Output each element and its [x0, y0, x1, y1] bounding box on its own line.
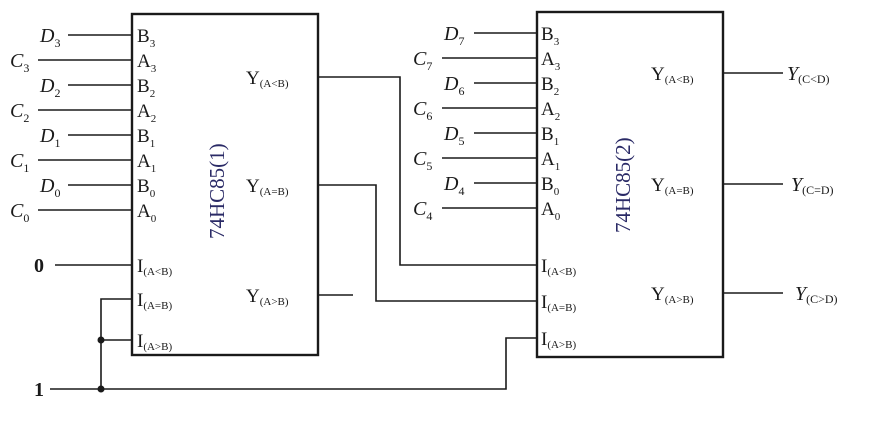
chip1-input-labels: D3 C3 D2 C2 D1 C1 D0 C0 [10, 25, 60, 225]
svg-text:Y(A<B): Y(A<B) [246, 68, 289, 90]
svg-text:Y(C>D): Y(C>D) [795, 283, 838, 306]
svg-text:B2: B2 [541, 74, 559, 98]
svg-text:A0: A0 [137, 201, 157, 225]
svg-text:C6: C6 [413, 98, 432, 123]
chip2-outputs: Y(A<B) Y(A=B) Y(A>B) [651, 64, 694, 306]
chip1-name: 74HC85(1) [205, 143, 229, 239]
chip1-body [130, 12, 320, 357]
svg-text:A3: A3 [541, 49, 561, 73]
svg-text:D5: D5 [443, 123, 464, 148]
svg-text:B0: B0 [541, 174, 560, 198]
svg-text:Y(A>B): Y(A>B) [246, 286, 289, 308]
svg-text:B1: B1 [541, 124, 559, 148]
chip2-input-wires [442, 32, 537, 209]
svg-text:D6: D6 [443, 73, 464, 98]
svg-text:A3: A3 [137, 51, 157, 75]
svg-text:A0: A0 [541, 199, 561, 223]
svg-text:D4: D4 [443, 173, 464, 198]
chip2-input-labels: D7 C7 D6 C6 D5 C5 D4 C4 [413, 23, 464, 223]
svg-text:C5: C5 [413, 148, 432, 173]
svg-text:C1: C1 [10, 150, 29, 175]
svg-text:B3: B3 [137, 26, 156, 50]
svg-text:C2: C2 [10, 100, 29, 125]
svg-text:Y(A<B): Y(A<B) [651, 64, 694, 86]
svg-text:D3: D3 [39, 25, 60, 50]
svg-text:B2: B2 [137, 76, 155, 100]
chip1-outputs: Y(A<B) Y(A=B) Y(A>B) [246, 68, 289, 308]
svg-text:B0: B0 [137, 176, 156, 200]
svg-text:Y(C<D): Y(C<D) [787, 63, 830, 86]
svg-text:Y(A=B): Y(A=B) [651, 175, 694, 197]
constant-zero: 0 [34, 255, 44, 277]
svg-text:C0: C0 [10, 200, 29, 225]
junction-dot [97, 385, 105, 393]
svg-text:Y(A=B): Y(A=B) [246, 176, 289, 198]
svg-text:A2: A2 [541, 99, 560, 123]
svg-text:I(A=B): I(A=B) [541, 292, 576, 314]
svg-text:Y(C=D): Y(C=D) [791, 174, 834, 197]
constant-one: 1 [34, 379, 44, 401]
svg-text:A2: A2 [137, 101, 156, 125]
chip2-left-pins: B3 A3 B2 A2 B1 A1 B0 A0 [541, 24, 561, 223]
svg-text:C3: C3 [10, 50, 29, 75]
svg-text:B3: B3 [541, 24, 560, 48]
svg-text:Y(A>B): Y(A>B) [651, 284, 694, 306]
svg-text:C7: C7 [413, 48, 432, 73]
chip2-body [535, 10, 725, 359]
svg-text:D0: D0 [39, 175, 60, 200]
svg-text:I(A>B): I(A>B) [137, 331, 172, 353]
svg-text:I(A<B): I(A<B) [137, 256, 172, 278]
chip2-name: 74HC85(2) [611, 137, 635, 233]
junction-dot [97, 336, 105, 344]
svg-text:B1: B1 [137, 126, 155, 150]
svg-text:A1: A1 [137, 151, 156, 175]
chip1-left-pins: B3 A3 B2 A2 B1 A1 B0 A0 [137, 26, 157, 225]
svg-text:D1: D1 [39, 125, 60, 150]
svg-text:D2: D2 [39, 75, 60, 100]
svg-text:I(A=B): I(A=B) [137, 290, 172, 312]
cascade-wiring [50, 72, 783, 390]
svg-text:A1: A1 [541, 149, 560, 173]
final-output-labels: Y(C<D) Y(C=D) Y(C>D) [787, 63, 838, 306]
chip1-input-wires [38, 34, 132, 211]
svg-text:C4: C4 [413, 198, 432, 223]
svg-text:I(A<B): I(A<B) [541, 256, 576, 278]
chip2-cascade-pins: I(A<B) I(A=B) I(A>B) [541, 256, 576, 351]
svg-text:D7: D7 [443, 23, 464, 48]
chip1-cascade-pins: I(A<B) I(A=B) I(A>B) [137, 256, 172, 353]
svg-text:I(A>B): I(A>B) [541, 329, 576, 351]
